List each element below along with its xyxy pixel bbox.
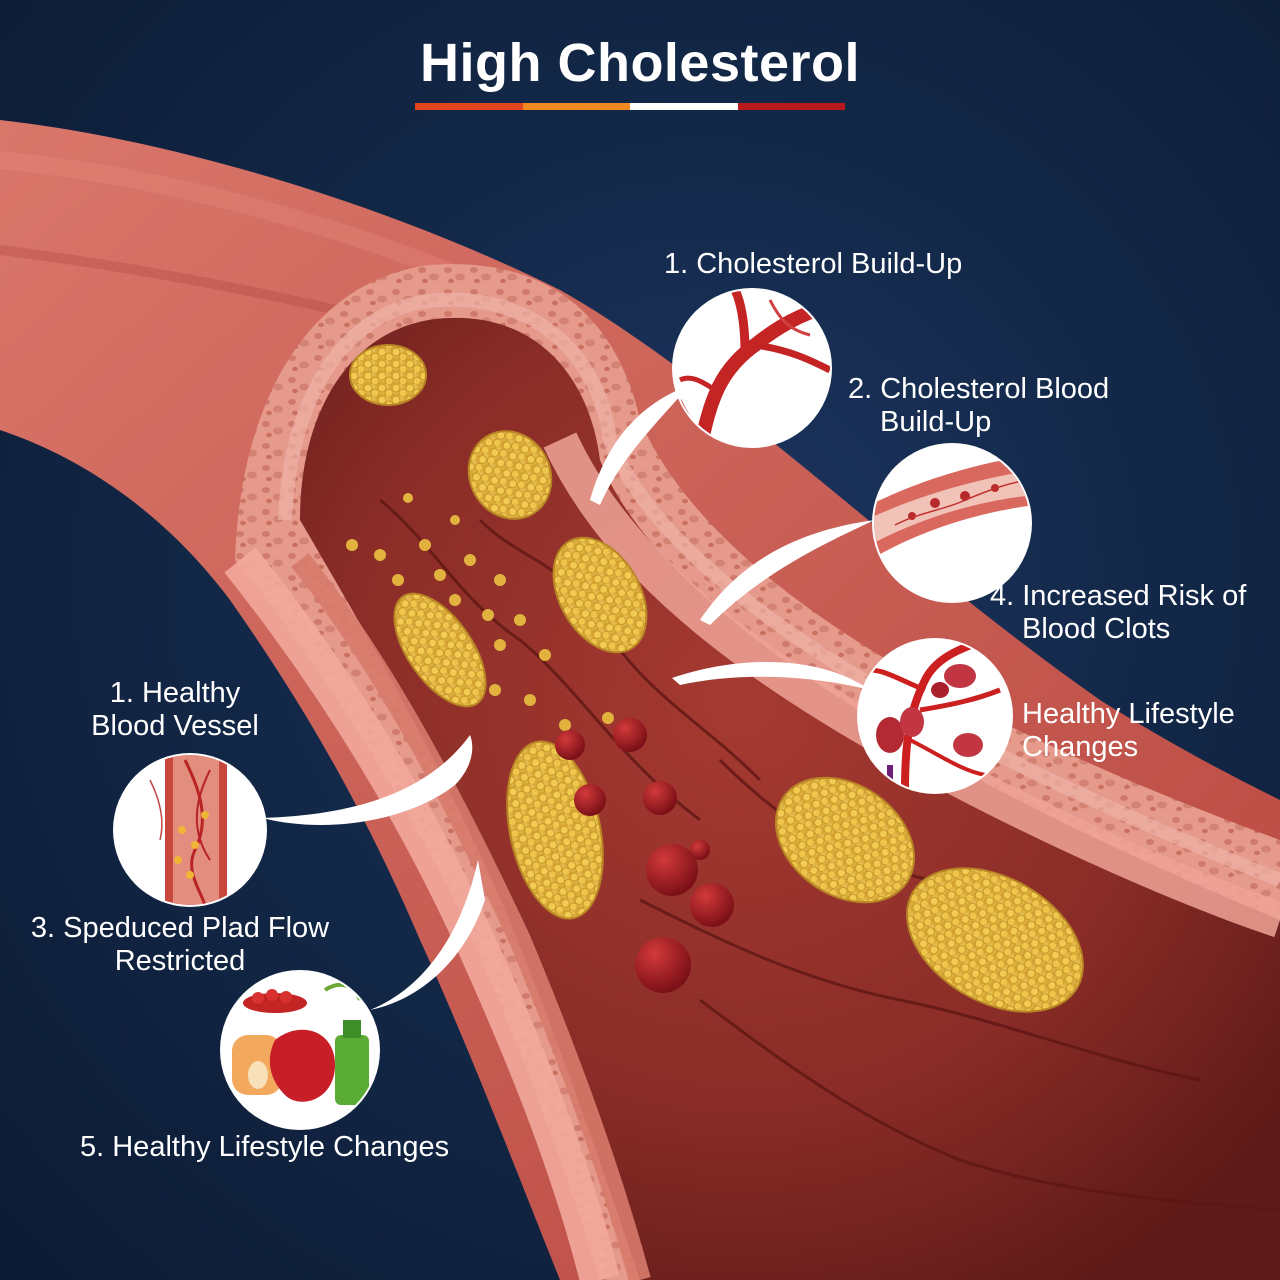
page-title: High Cholesterol xyxy=(419,33,861,93)
label-line: Healthy Lifestyle xyxy=(1022,698,1235,730)
underline-segment xyxy=(737,103,845,110)
label-cholesterol-build-up: 1. Cholesterol Build-Up xyxy=(664,248,963,280)
title-underline xyxy=(415,103,845,110)
label-line: 4. Increased Risk of xyxy=(990,580,1247,612)
cholesterol-particles xyxy=(346,493,614,731)
label-reduced-flow: 3. Speduced Plad Flow Restricted xyxy=(20,912,340,978)
label-line: Restricted xyxy=(114,945,246,977)
label-line: Blood Vessel xyxy=(91,710,259,742)
underline-segment xyxy=(522,103,630,110)
healthy-food-icon xyxy=(220,970,380,1130)
vessel-with-plaque-icon xyxy=(113,753,267,907)
label-increased-risk-blood-clots: 4. Increased Risk of Blood Clots xyxy=(990,580,1246,646)
label-line: 1. Healthy xyxy=(109,677,241,709)
callout-pointers xyxy=(262,385,875,1010)
label-healthy-blood-vessel: 1. Healthy Blood Vessel xyxy=(60,677,290,743)
label-line: Changes xyxy=(1022,731,1139,763)
label-line: 2. Cholesterol Blood xyxy=(848,373,1110,405)
label-healthy-lifestyle-changes: 5. Healthy Lifestyle Changes xyxy=(80,1131,450,1163)
label-line: 3. Speduced Plad Flow xyxy=(30,912,330,944)
branching-artery-icon xyxy=(672,288,832,448)
underline-segment xyxy=(415,103,523,110)
label-healthy-lifestyle-changes-right: Healthy Lifestyle Changes xyxy=(1022,698,1235,764)
underline-segment xyxy=(630,103,738,110)
plaque-deposits xyxy=(349,344,1084,1013)
red-blood-cells xyxy=(555,718,734,993)
blood-clot-icon xyxy=(857,638,1013,794)
label-cholesterol-blood-build-up: 2. Cholesterol Blood Build-Up xyxy=(848,373,1109,439)
label-line: Build-Up xyxy=(880,406,992,438)
artery-section-icon xyxy=(872,443,1032,603)
label-line: Blood Clots xyxy=(1022,613,1171,645)
